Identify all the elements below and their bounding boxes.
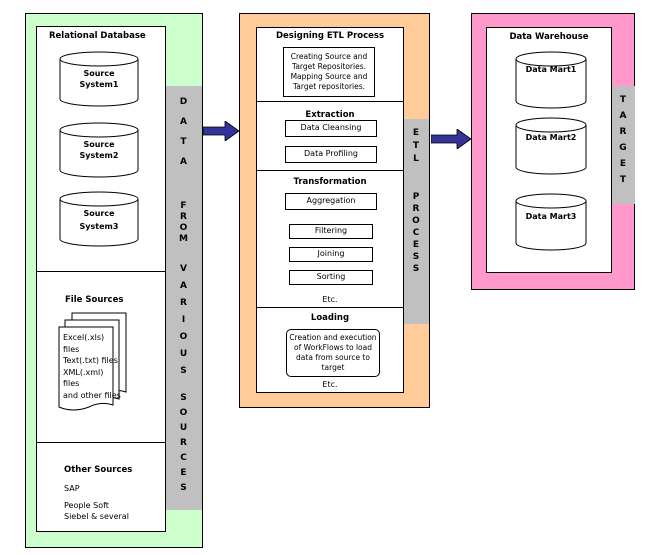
relational-database-title: Relational Database — [49, 31, 146, 41]
data-mart-1-label: Data Mart1 — [526, 65, 577, 74]
file-line: and other files — [63, 390, 121, 400]
loading-line: Creation and execution — [289, 332, 377, 342]
transformation-section: Transformation Aggregation Filtering Joi… — [256, 170, 404, 308]
data-profiling-box: Data Profiling — [285, 146, 377, 163]
joining-box: Joining — [289, 247, 373, 262]
source-system-2: Source System2 — [59, 122, 139, 178]
other-sources-item-siebel: Siebel & several — [64, 512, 129, 521]
file-line: Excel(.xls) — [63, 333, 105, 342]
file-line: XML(.xml) — [63, 367, 104, 377]
arrow-etl-to-warehouse — [431, 129, 471, 149]
loading-line: data from source to — [296, 353, 370, 362]
source-system-1: Source System1 — [59, 51, 139, 107]
designing-etl-section: Designing ETL Process Creating Source an… — [256, 27, 404, 102]
aggregation-box: Aggregation — [285, 193, 377, 210]
designing-line: Mapping Source and — [290, 72, 368, 81]
arrow-sources-to-etl — [203, 121, 239, 141]
designing-line: Target repositories. — [292, 82, 366, 92]
other-sources-item-peoplesoft: People Soft — [64, 501, 109, 510]
file-sources-list: Excel(.xls) files Text(.txt) files XML(.… — [63, 332, 123, 402]
extraction-title: Extraction — [305, 110, 355, 120]
designing-line: Creating Source and — [290, 51, 368, 61]
source-system-1-line2: System1 — [80, 80, 119, 89]
data-mart-2-label: Data Mart2 — [526, 133, 577, 142]
file-line: Text(.txt) files — [63, 356, 118, 366]
data-mart-3-label: Data Mart3 — [526, 212, 577, 221]
designing-line: Target Repositories. — [291, 61, 367, 71]
loading-line: of WorkFlows to load — [294, 342, 372, 352]
source-system-3-line1: Source — [83, 209, 115, 218]
other-sources-title: Other Sources — [64, 465, 133, 475]
file-sources-title: File Sources — [65, 295, 124, 305]
file-line: files — [63, 379, 80, 389]
source-system-1-line1: Source — [83, 69, 115, 78]
data-warehouse-title: Data Warehouse — [509, 32, 589, 42]
file-line: files — [63, 344, 80, 354]
source-system-3: Source System3 — [59, 191, 139, 247]
other-sources-section: Other Sources SAP People Soft Siebel & s… — [36, 442, 166, 532]
designing-etl-title: Designing ETL Process — [275, 31, 385, 41]
other-sources-item-sap: SAP — [64, 484, 80, 493]
loading-box: Creation and execution of WorkFlows to l… — [286, 329, 380, 377]
designing-etl-box: Creating Source and Target Repositories.… — [283, 47, 375, 97]
data-mart-1: Data Mart1 — [515, 51, 587, 109]
loading-title: Loading — [310, 313, 350, 323]
data-mart-3: Data Mart3 — [515, 193, 587, 251]
source-system-3-line2: System3 — [80, 222, 119, 231]
loading-line: target — [321, 363, 345, 373]
filtering-box: Filtering — [289, 224, 373, 239]
loading-section: Loading Creation and execution of WorkFl… — [256, 307, 404, 393]
transformation-title: Transformation — [293, 177, 367, 187]
data-mart-2: Data Mart2 — [515, 117, 587, 175]
source-system-2-line1: Source — [83, 140, 115, 149]
extraction-section: Extraction Data Cleansing Data Profiling — [256, 101, 404, 171]
transformation-etc: Etc. — [322, 295, 338, 304]
loading-etc: Etc. — [322, 380, 338, 389]
sorting-box: Sorting — [289, 270, 373, 285]
file-documents-icon — [58, 312, 127, 411]
file-sources-section: File Sources — [36, 271, 166, 443]
data-cleansing-box: Data Cleansing — [285, 120, 377, 137]
source-system-2-line2: System2 — [80, 151, 119, 160]
